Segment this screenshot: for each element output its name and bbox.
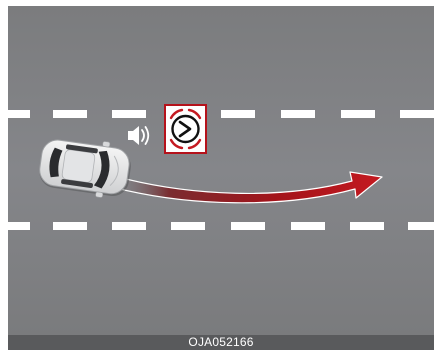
lane-dash	[291, 222, 325, 230]
lower-lane-line	[8, 222, 434, 230]
speaker-icon	[128, 126, 148, 145]
lane-dash	[350, 222, 384, 230]
lane-dash	[408, 222, 434, 230]
lane-dash	[8, 110, 30, 118]
lane-dash	[341, 110, 375, 118]
lane-dash	[53, 110, 87, 118]
lane-dash	[8, 222, 30, 230]
lane-dash	[281, 110, 315, 118]
lane-dash	[221, 110, 255, 118]
car-icon	[37, 133, 134, 201]
figure-caption: OJA052166	[8, 335, 434, 350]
lane-dash	[231, 222, 265, 230]
lane-dash	[171, 222, 205, 230]
lane-dash	[53, 222, 87, 230]
lane-dash	[112, 222, 146, 230]
steering-warning-icon	[165, 105, 206, 153]
trajectory-arrow-icon	[116, 172, 382, 203]
lane-dash	[400, 110, 434, 118]
upper-lane-line	[8, 110, 434, 118]
lane-dash	[112, 110, 146, 118]
